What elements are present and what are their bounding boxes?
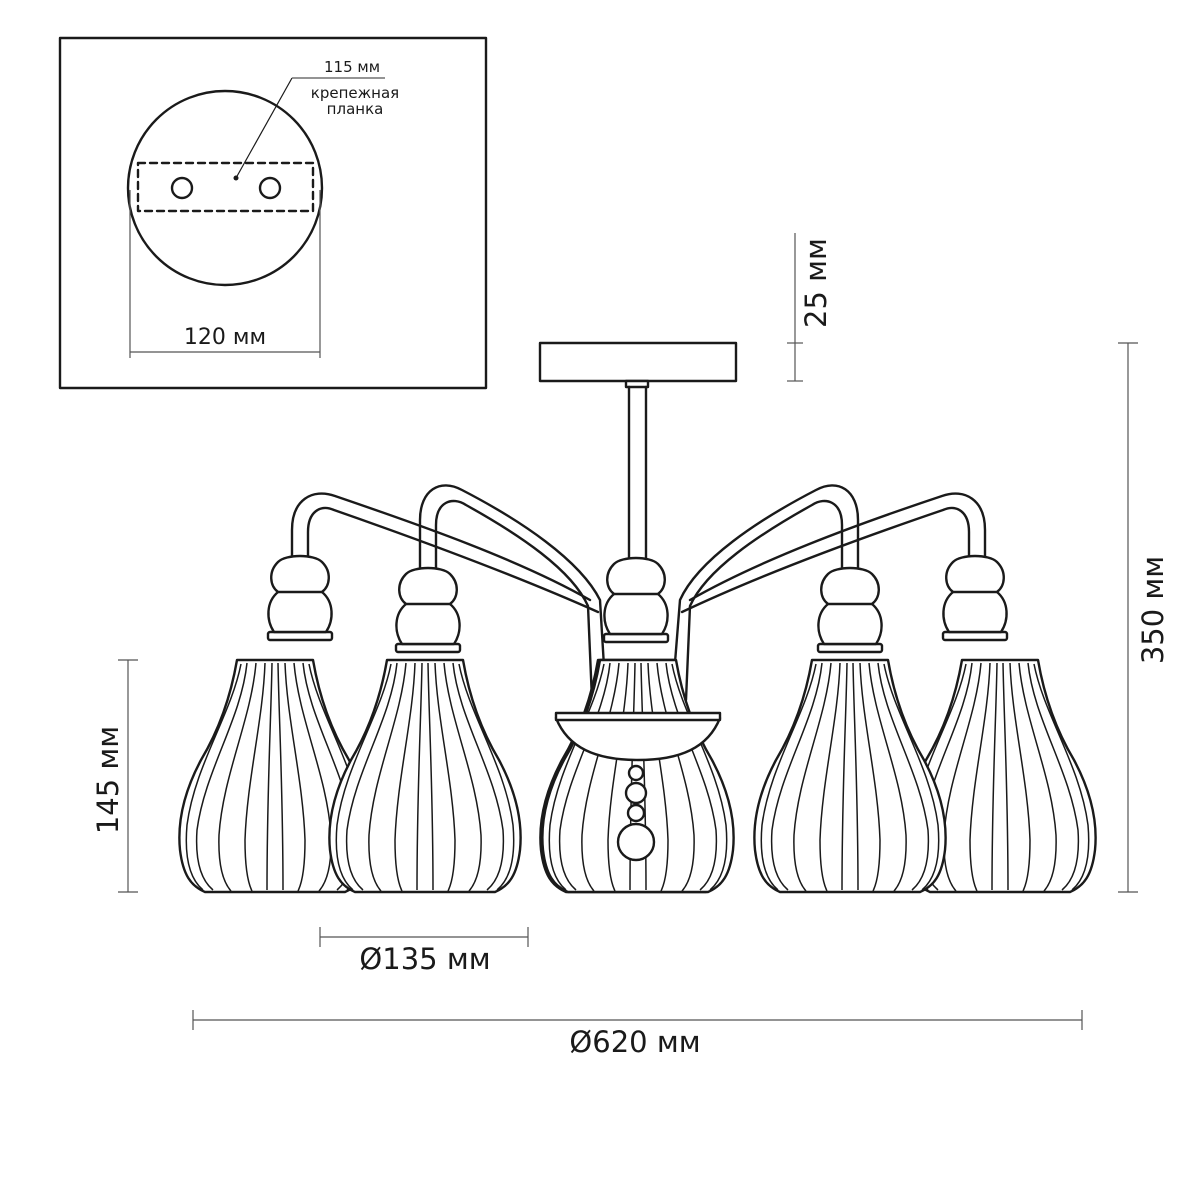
bracket-name-line2: планка [327, 100, 384, 118]
chandelier [178, 341, 1097, 894]
dimension-lines [118, 233, 1138, 1030]
canopy-diameter-label: 120 мм [184, 325, 266, 350]
total-height-label: 350 мм [1136, 556, 1170, 664]
total-diameter-label: Ø620 мм [569, 1025, 700, 1059]
ceiling-canopy [538, 341, 738, 383]
canopy-height-label: 25 мм [799, 238, 833, 328]
mounting-inset [58, 36, 488, 390]
shade-height-label: 145 мм [91, 726, 125, 834]
bracket-name-line1: крепежная [311, 84, 399, 102]
bracket-width-label: 115 мм [324, 58, 380, 76]
shade-diameter-label: Ø135 мм [359, 942, 490, 976]
